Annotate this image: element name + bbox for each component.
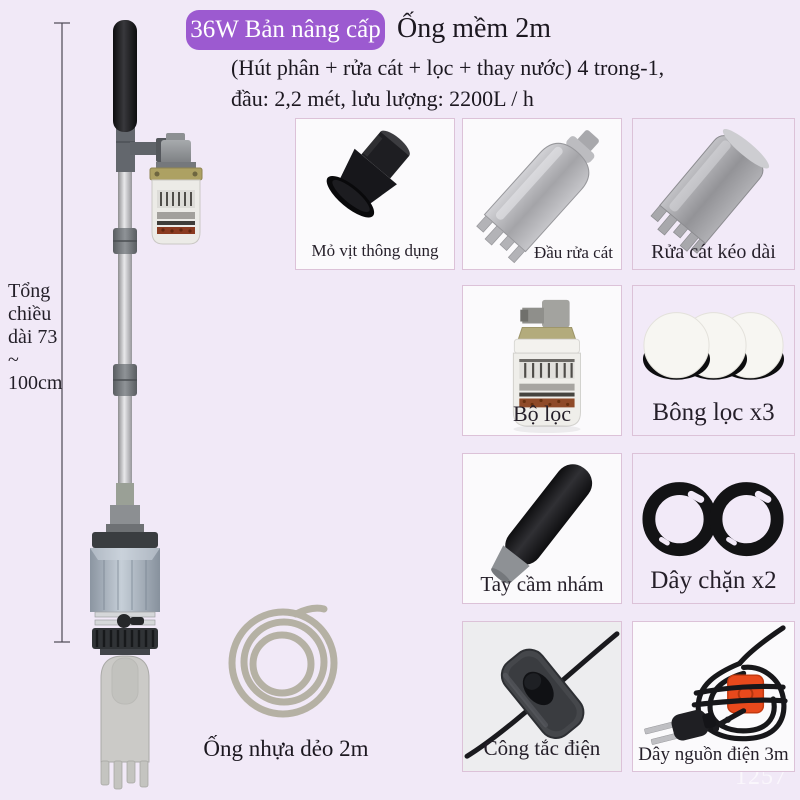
length-dimension-line xyxy=(54,22,70,643)
pump-body xyxy=(90,505,160,655)
total-length-note: Tổng chiều dài 73 ~ 100cm xyxy=(8,280,72,395)
part-cell-power-cord: Dây nguồn điện 3m xyxy=(632,621,795,772)
part-cell-sand-wash-extension: Rửa cát kéo dài xyxy=(632,118,795,270)
length-note-line: ~ xyxy=(8,349,19,371)
part-cell-foam-handle: Tay cầm nhám xyxy=(462,453,622,604)
coiled-tube xyxy=(228,604,338,718)
duckbill-nozzle-icon xyxy=(326,130,410,218)
description-line2: đầu: 2,2 mét, lưu lượng: 2200L / h xyxy=(231,86,534,111)
side-filter-attachment xyxy=(130,133,203,245)
part-cell-filter-assembly: Bộ lọc xyxy=(462,285,622,436)
part-label: Dây chặn x2 xyxy=(650,567,777,594)
part-cell-sand-wash-head: Đầu rửa cát xyxy=(462,118,622,270)
tube-joints xyxy=(113,228,137,396)
main-product-photo xyxy=(54,20,338,790)
part-cell-power-switch: Công tắc điện xyxy=(462,621,622,772)
length-note-line: dài 73 xyxy=(8,326,58,348)
strap-rings-icon xyxy=(642,482,784,557)
length-note-line: Tổng xyxy=(8,280,51,302)
part-label: Bộ lọc xyxy=(512,401,572,426)
handle xyxy=(113,20,137,172)
part-label: Rửa cát kéo dài xyxy=(651,241,776,263)
part-label: Đầu rửa cát xyxy=(533,243,613,262)
filter-cotton-discs-icon xyxy=(642,312,785,380)
power-badge: 36W Bản nâng cấp xyxy=(186,10,385,50)
sand-wash-extension-icon xyxy=(650,129,770,254)
power-cord-plug-icon xyxy=(644,625,788,745)
filter-assembly-icon xyxy=(512,299,581,434)
hose-length-title: Ống mềm 2m xyxy=(397,13,551,44)
telescopic-tube xyxy=(116,130,134,513)
length-note-line: 100cm xyxy=(8,372,63,394)
part-cell-duckbill-nozzle: Mỏ vịt thông dụng xyxy=(295,118,455,270)
description-line1: (Hút phân + rửa cát + lọc + thay nước) 4… xyxy=(231,55,665,80)
part-label: Dây nguồn điện 3m xyxy=(638,744,789,765)
part-cell-strap-rings: Dây chặn x2 xyxy=(632,453,795,604)
inline-power-switch-icon xyxy=(464,631,620,759)
part-cell-filter-cotton: Bông lọc x3 xyxy=(632,285,795,436)
length-note-line: chiều xyxy=(8,303,52,325)
sand-wash-head-icon xyxy=(476,130,599,264)
part-label: Bông lọc x3 xyxy=(652,399,775,426)
part-label: Tay cầm nhám xyxy=(480,572,604,596)
part-label: Công tắc điện xyxy=(483,736,601,760)
part-label: Mỏ vịt thông dụng xyxy=(311,241,439,260)
flex-tube-label: Ống nhựa dẻo 2m xyxy=(203,736,369,761)
intake-tube xyxy=(100,655,150,790)
foam-handle-icon xyxy=(491,464,593,584)
